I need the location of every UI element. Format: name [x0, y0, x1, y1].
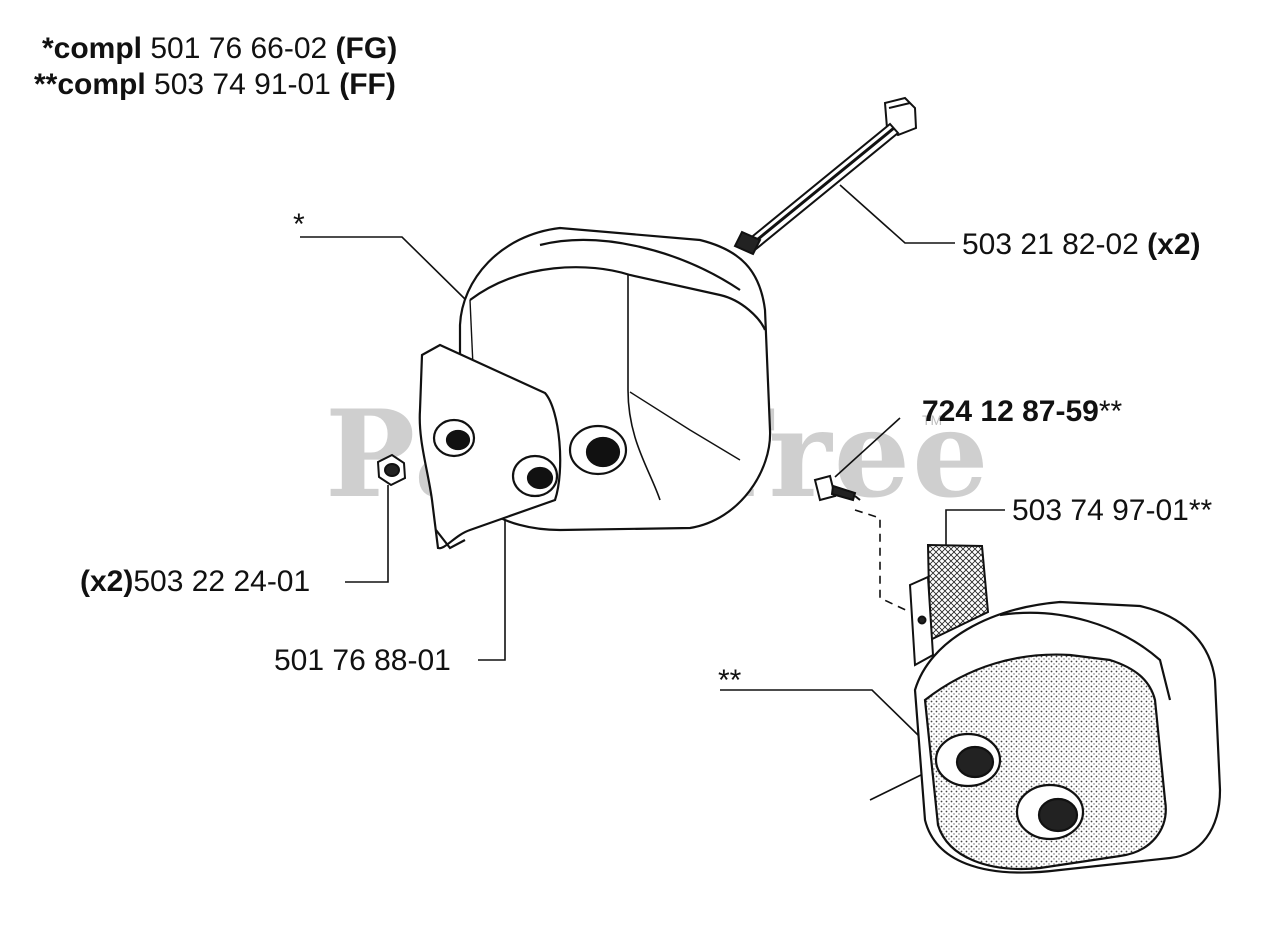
- bolt: [733, 96, 918, 256]
- callout-screw[interactable]: 724 12 87-59**: [922, 397, 1122, 427]
- callout-bolt-part: 503 21 82-02: [962, 228, 1139, 261]
- callout-gasket[interactable]: 501 76 88-01: [274, 644, 451, 677]
- leader-gasket: [478, 515, 506, 661]
- header-line-2-prefix: **compl: [34, 68, 146, 101]
- leader-nut: [345, 485, 389, 583]
- screw: [813, 474, 861, 502]
- watermark-trademark: TM: [922, 412, 943, 428]
- callout-screw-part: 724 12 87-59: [922, 395, 1099, 428]
- callout-nut-part: 503 22 24-01: [133, 565, 311, 598]
- callout-nut-qty: (x2): [80, 565, 134, 598]
- spark-screen: [908, 543, 990, 667]
- header-line-1: *compl 501 76 66-02 (FG): [42, 34, 397, 64]
- gasket-plate: [418, 343, 562, 550]
- callout-bolt[interactable]: 503 21 82-02 (x2): [962, 230, 1201, 260]
- nut: [376, 453, 407, 487]
- callout-muffler-ff[interactable]: **: [718, 664, 742, 697]
- callout-bolt-qty: (x2): [1147, 228, 1201, 261]
- leader-bolt: [839, 184, 955, 244]
- leader-muffler-fg: [300, 236, 469, 303]
- header-line-2-part: 503 74 91-01: [154, 68, 331, 101]
- header-line-2: **compl 503 74 91-01 (FF): [34, 70, 396, 100]
- header-line-1-code: (FG): [335, 32, 398, 65]
- leader-muffler-ff-2: [869, 772, 926, 801]
- header-line-1-prefix: *compl: [42, 32, 143, 65]
- header-line-1-part: 501 76 66-02: [150, 32, 328, 65]
- header-line-2-code: (FF): [339, 68, 396, 101]
- callout-screen[interactable]: 503 74 97-01**: [1012, 494, 1213, 527]
- callout-screw-mark: **: [1098, 395, 1123, 428]
- callout-nut[interactable]: (x2)503 22 24-01: [80, 567, 310, 597]
- leader-screw: [834, 417, 901, 478]
- screw-axis-dashed: [854, 509, 911, 613]
- callout-muffler-fg[interactable]: *: [293, 208, 305, 241]
- leader-muffler-ff: [720, 689, 919, 736]
- muffler-ff: [913, 600, 1222, 874]
